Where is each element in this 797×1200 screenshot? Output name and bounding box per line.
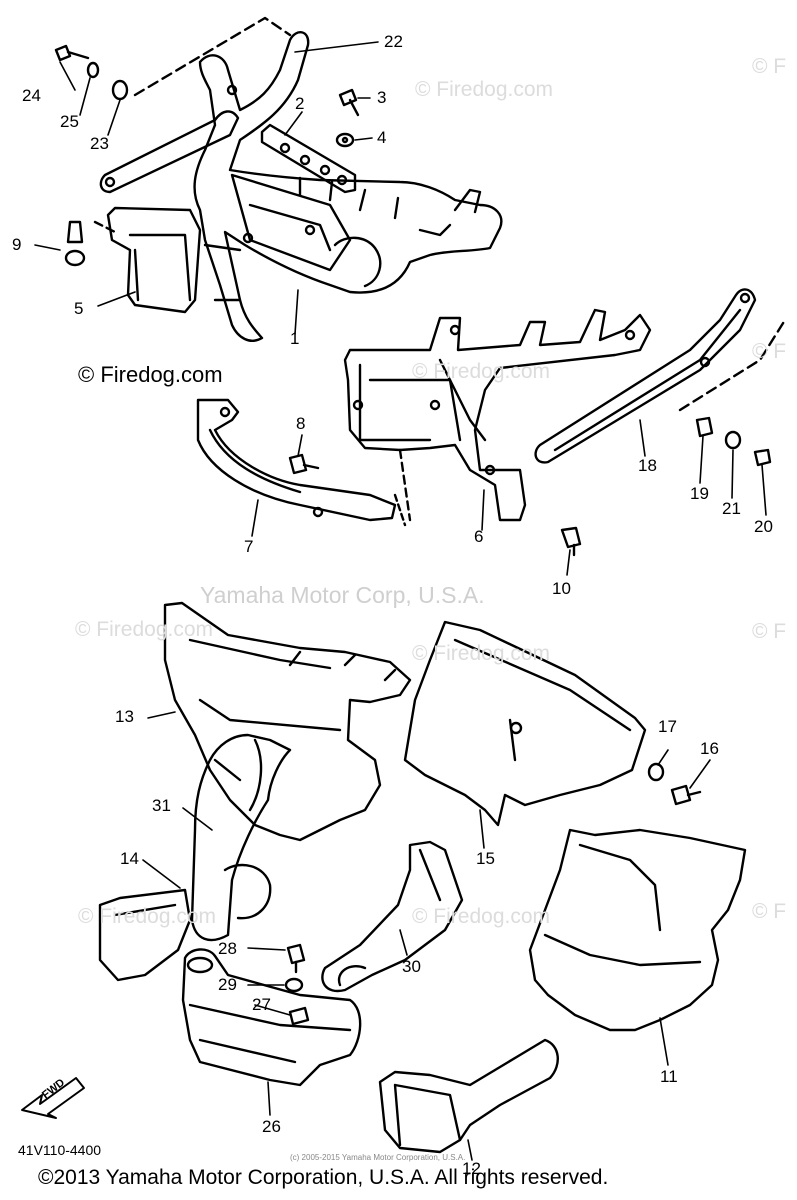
part-label: 28 — [218, 939, 237, 958]
duct-26 — [181, 948, 362, 1087]
part-label: 25 — [60, 112, 79, 131]
watermark-edge: © F — [752, 340, 787, 363]
part-label: 18 — [638, 456, 657, 475]
part-label: 12 — [462, 1159, 481, 1178]
watermark: © Firedog.com — [412, 360, 551, 383]
duct-30 — [321, 840, 464, 993]
part-label: 4 — [377, 128, 387, 147]
panel-14 — [98, 888, 192, 982]
watermark: © Firedog.com — [75, 618, 214, 641]
part-label: 22 — [384, 32, 403, 51]
part-label: 8 — [296, 414, 306, 433]
part-label: 24 — [22, 86, 41, 105]
watermark: © Firedog.com — [415, 78, 554, 101]
watermark: © Firedog.com — [78, 905, 217, 928]
part-label: 31 — [152, 796, 171, 815]
main-frame — [193, 31, 503, 342]
part-label: 3 — [377, 88, 387, 107]
bracket-2 — [260, 123, 357, 194]
frame-section-5 — [93, 206, 202, 314]
watermark-edge: © F — [752, 620, 787, 643]
part-label: 21 — [722, 499, 741, 518]
watermark-edge: © F — [752, 900, 787, 923]
frame-section-6 — [343, 308, 652, 522]
part-label: 30 — [402, 957, 421, 976]
part-label: 2 — [295, 94, 305, 113]
site-watermark-dark: © Firedog.com — [78, 362, 223, 387]
part-label: 6 — [474, 527, 484, 546]
copyright-footer: ©2013 Yamaha Motor Corporation, U.S.A. A… — [38, 1166, 609, 1189]
part-label: 19 — [690, 484, 709, 503]
rail-18 — [534, 288, 787, 464]
forward-arrow-shape — [21, 1077, 85, 1119]
part-label: 10 — [552, 579, 571, 598]
watermark: © Firedog.com — [412, 905, 551, 928]
leader-lines — [34, 41, 767, 1161]
cover-11 — [528, 828, 747, 1032]
part-label: 13 — [115, 707, 134, 726]
part-label: 20 — [754, 517, 773, 536]
part-label: 29 — [218, 975, 237, 994]
part-label: 26 — [262, 1117, 281, 1136]
fasteners-lower — [284, 762, 702, 1026]
part-label: 1 — [290, 329, 300, 348]
fasteners-top — [54, 44, 360, 267]
bracket-7 — [196, 398, 407, 527]
part-label: 16 — [700, 739, 719, 758]
watermark: © Firedog.com — [412, 642, 551, 665]
cover-15 — [403, 620, 647, 827]
part-label: 14 — [120, 849, 139, 868]
duct-31 — [190, 733, 292, 942]
diagram-code: 41V110-4400 — [18, 1142, 102, 1158]
part-label: 11 — [660, 1067, 678, 1086]
small-copyright: (c) 2005-2015 Yamaha Motor Corporation, … — [290, 1153, 466, 1162]
part-label: 5 — [74, 299, 84, 318]
part-label: 15 — [476, 849, 495, 868]
company-watermark: Yamaha Motor Corp, U.S.A. — [200, 582, 485, 608]
part-label: 9 — [12, 235, 22, 254]
part-label: 23 — [90, 134, 109, 153]
watermark-edge: © F — [752, 55, 787, 78]
brace-22 — [99, 16, 292, 194]
part-label: 7 — [244, 537, 254, 556]
duct-12 — [378, 1038, 559, 1154]
part-label: 17 — [658, 717, 677, 736]
part-label: 27 — [252, 995, 271, 1014]
